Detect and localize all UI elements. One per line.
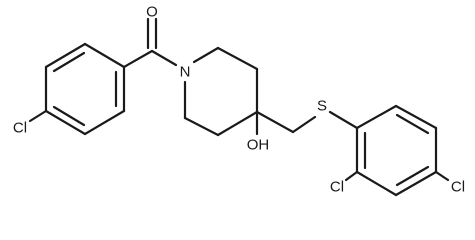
chlorine-label: Cl bbox=[451, 179, 465, 196]
bond bbox=[192, 46, 220, 64]
chlorine-label: Cl bbox=[13, 120, 27, 137]
molecule-drawing: O N OH S Cl Cl Cl bbox=[13, 4, 465, 197]
bond bbox=[255, 110, 295, 134]
bond bbox=[394, 170, 438, 197]
bond-lines bbox=[28, 17, 450, 197]
bond bbox=[52, 105, 86, 127]
sulfur-label: S bbox=[317, 98, 327, 115]
bond bbox=[44, 109, 87, 136]
bond bbox=[122, 49, 154, 69]
bond bbox=[355, 170, 398, 197]
bond bbox=[44, 42, 87, 69]
structure-diagram: O N OH S Cl Cl Cl bbox=[12, 3, 466, 197]
bond bbox=[395, 165, 430, 187]
bond bbox=[83, 109, 126, 136]
nitrogen-label: N bbox=[180, 64, 191, 81]
bond bbox=[216, 46, 259, 71]
carbonyl-oxygen-label: O bbox=[146, 4, 158, 21]
bond bbox=[394, 104, 438, 130]
bond bbox=[355, 104, 398, 130]
bond bbox=[328, 110, 359, 130]
bond bbox=[83, 42, 126, 69]
bond bbox=[150, 49, 178, 67]
atom-labels: O N OH S Cl Cl Cl bbox=[13, 4, 465, 196]
chlorine-label: Cl bbox=[330, 179, 344, 196]
bond bbox=[28, 109, 48, 123]
hydroxyl-label: OH bbox=[247, 137, 270, 154]
bond bbox=[183, 116, 220, 137]
bond bbox=[434, 170, 450, 182]
bond bbox=[52, 51, 86, 73]
bond bbox=[216, 110, 259, 137]
bond bbox=[395, 113, 430, 135]
bond bbox=[344, 170, 359, 182]
bond bbox=[291, 115, 317, 134]
